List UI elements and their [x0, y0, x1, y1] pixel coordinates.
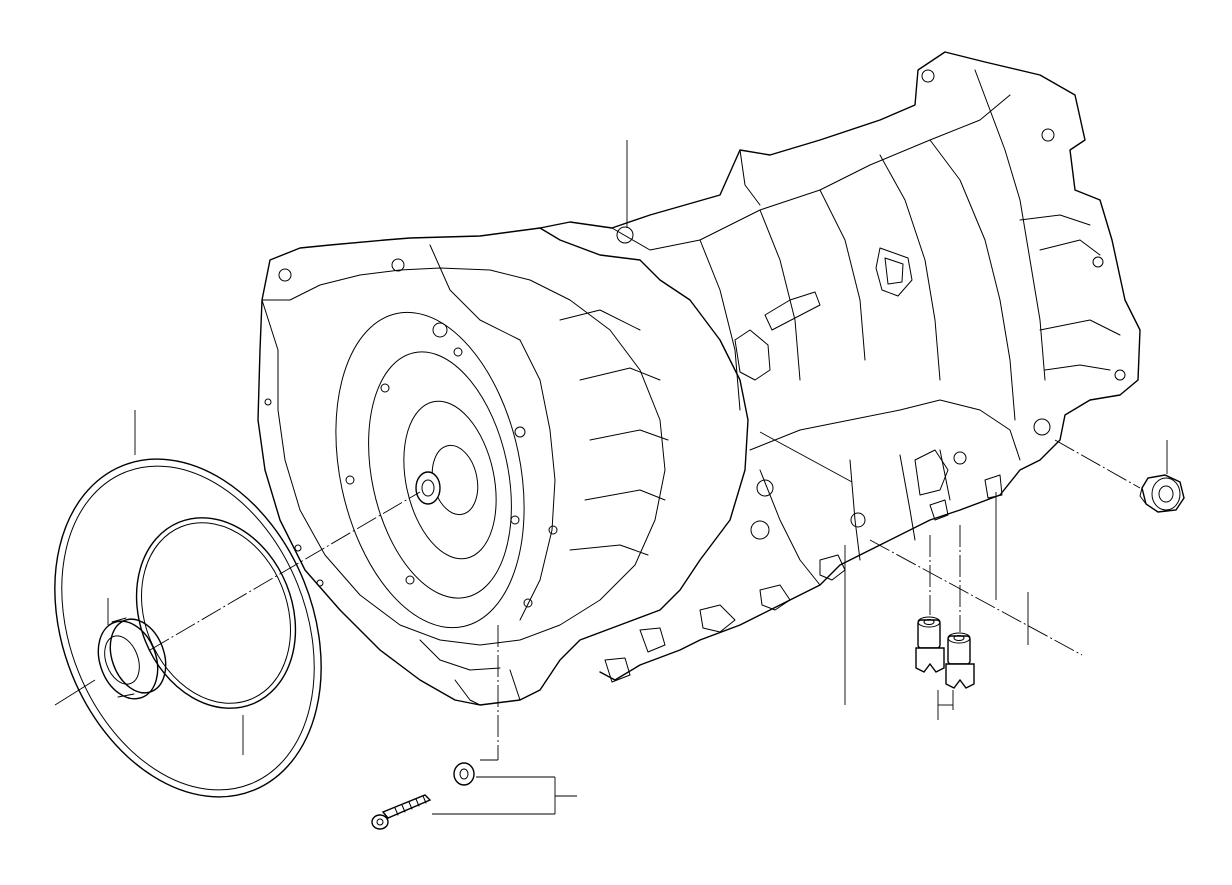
- transmission-housing: [257, 51, 1141, 706]
- screw-plug: [1139, 474, 1185, 513]
- large-o-ring: [54, 458, 322, 798]
- reference-lines: [54, 140, 1168, 815]
- bolt: [371, 794, 432, 830]
- small-o-ring: [135, 517, 297, 709]
- oil-pan: [604, 399, 1021, 683]
- washer: [453, 762, 475, 786]
- sensor-right: [945, 632, 975, 689]
- shaft-seal: [97, 617, 167, 700]
- sensor-left: [915, 616, 945, 673]
- torque-converter: [335, 311, 525, 629]
